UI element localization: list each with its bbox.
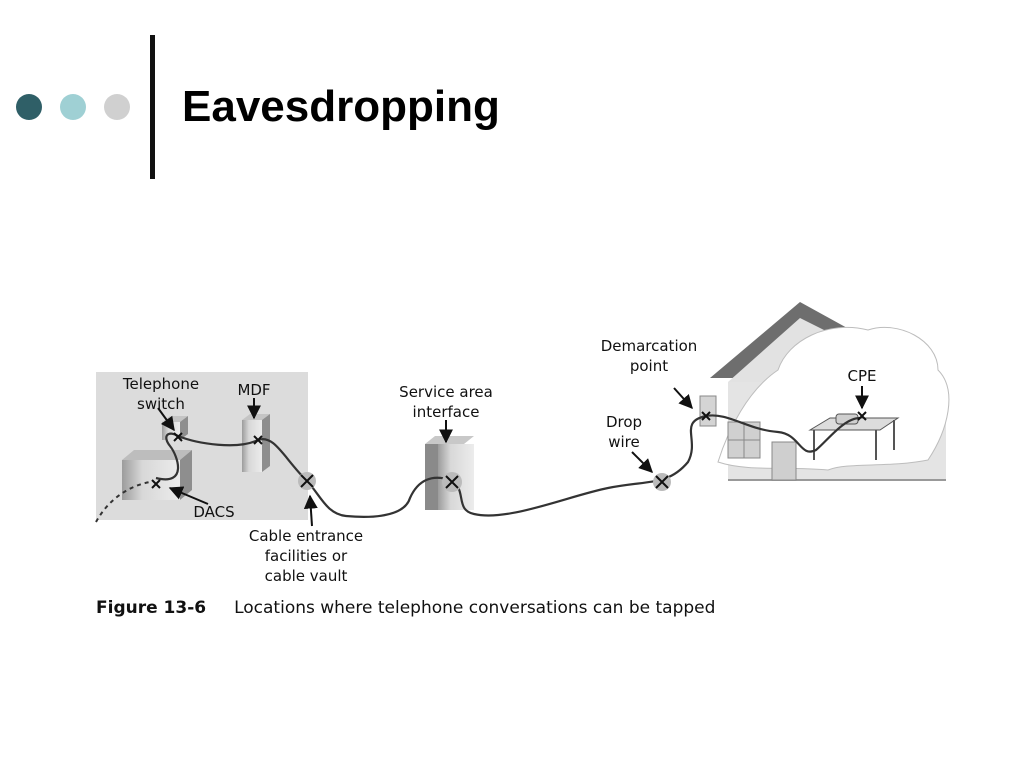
tap-point-demarcation (701, 411, 711, 421)
label-mdf: MDF (237, 381, 271, 399)
slide-title: Eavesdropping (182, 82, 500, 131)
label-demarcation-point: Demarcation point (600, 337, 698, 375)
tap-point-service-area (442, 472, 462, 492)
dot-teal (60, 94, 86, 120)
tap-point-cable-entrance (298, 472, 316, 490)
figure-number: Figure 13-6 (96, 598, 207, 618)
dot-dark (16, 94, 42, 120)
arrow-demarcation (673, 387, 693, 410)
arrow-dacs (168, 486, 209, 505)
tap-point-cpe (857, 411, 867, 421)
figure-caption-text: Locations where telephone conversations … (234, 598, 716, 618)
cpe-table (808, 413, 900, 460)
figure-caption: Figure 13-6 Locations where telephone con… (96, 598, 715, 618)
arrow-telephone-switch (157, 407, 175, 432)
tap-point-mdf (253, 435, 263, 445)
title-divider (150, 35, 155, 179)
tap-point-drop-wire (653, 473, 671, 491)
tap-point-dacs (151, 479, 161, 489)
tap-point-switch (173, 432, 183, 442)
label-dacs: DACS (193, 503, 235, 521)
house (699, 302, 950, 481)
label-telephone-switch: Telephone switch (122, 375, 200, 413)
label-drop-wire: Drop wire (605, 413, 643, 451)
slide-bullet-dots (16, 92, 136, 122)
trunk-line (95, 481, 151, 523)
diagram-artwork (95, 302, 950, 527)
label-cable-entrance: Cable entrance facilities or cable vault (248, 527, 364, 585)
arrow-drop-wire (631, 451, 653, 473)
dacs-equipment (122, 450, 192, 500)
label-cpe: CPE (847, 367, 877, 385)
label-service-area-interface: Service area interface (399, 383, 493, 421)
tapping-diagram: Telephone switch MDF DACS Cable entrance… (88, 290, 958, 630)
dot-gray (104, 94, 130, 120)
arrow-cable-entrance (303, 494, 318, 527)
